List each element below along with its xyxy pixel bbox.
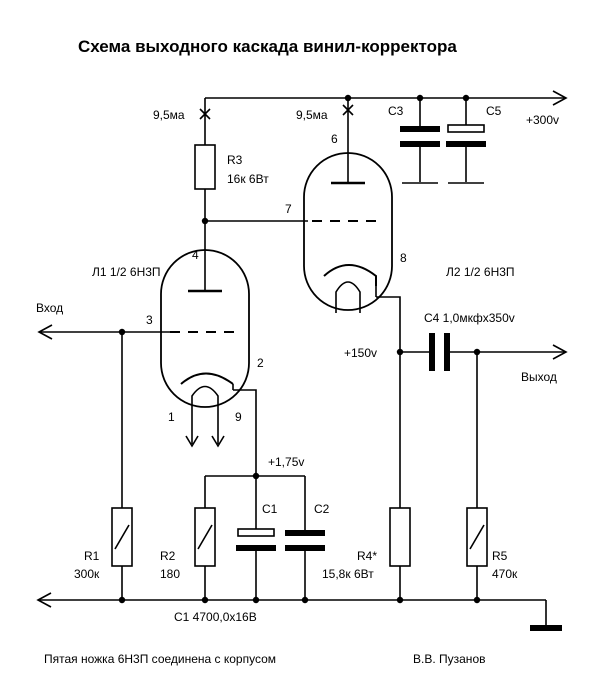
- label-c2: C2: [314, 502, 330, 516]
- label-plus300: +300v: [526, 113, 559, 127]
- label-pin8: 8: [400, 251, 407, 265]
- label-l2: Л2 1/2 6Н3П: [446, 265, 515, 279]
- capacitor-c2: [285, 476, 325, 600]
- label-r4-value: 15,8к 6Вт: [322, 567, 374, 581]
- label-output: Выход: [521, 370, 557, 384]
- footer-author: В.В. Пузанов: [413, 652, 486, 666]
- tube-l2: [303, 98, 393, 313]
- label-pin7: 7: [285, 202, 292, 216]
- label-c1-spec: C1 4700,0х16В: [174, 610, 257, 624]
- resistor-r1: [111, 332, 133, 600]
- ground-bus: [36, 592, 562, 631]
- resistor-r3: [194, 98, 216, 278]
- wire-l1-cathode: [233, 389, 257, 476]
- label-c3: C3: [388, 104, 404, 118]
- label-r3-current: 9,5ма: [153, 108, 185, 122]
- diagram-title: Схема выходного каскада винил-корректора: [78, 37, 457, 56]
- gnd-junction-c2: [301, 596, 309, 604]
- wire-l2-cathode: [376, 296, 401, 508]
- label-plus150: +150v: [344, 346, 377, 360]
- label-pin6: 6: [331, 132, 338, 146]
- label-c1: C1: [262, 502, 278, 516]
- label-plus175: +1,75v: [268, 455, 304, 469]
- tube-l1: [160, 249, 250, 448]
- label-input: Вход: [36, 301, 63, 315]
- capacitor-c1: [236, 476, 276, 600]
- gnd-junction-r5: [473, 596, 481, 604]
- label-pin1: 1: [168, 410, 175, 424]
- label-l2-current: 9,5ма: [296, 108, 328, 122]
- input-wire: [37, 324, 170, 340]
- label-l1: Л1 1/2 6Н3П: [92, 265, 161, 279]
- footer-note: Пятая ножка 6Н3П соединена с корпусом: [44, 652, 276, 666]
- resistor-r4: [389, 507, 411, 600]
- label-r1-value: 300к: [74, 567, 100, 581]
- resistor-r5: [466, 352, 488, 600]
- label-r3-value: 16к 6Вт: [227, 172, 269, 186]
- label-r5-value: 470к: [492, 567, 518, 581]
- gnd-junction-r4: [396, 596, 404, 604]
- label-r5-name: R5: [492, 549, 508, 563]
- label-r1-name: R1: [84, 549, 100, 563]
- label-pin2: 2: [257, 356, 264, 370]
- gnd-junction-r1: [118, 596, 126, 604]
- label-pin9: 9: [235, 410, 242, 424]
- gnd-junction-r2: [201, 596, 209, 604]
- capacitor-c4: [400, 333, 568, 371]
- label-r4-name: R4*: [357, 549, 377, 563]
- label-pin3: 3: [146, 313, 153, 327]
- label-c5: C5: [486, 104, 502, 118]
- resistor-r2: [194, 476, 216, 600]
- label-pin4: 4: [192, 248, 199, 262]
- gnd-junction-c1: [252, 596, 260, 604]
- plus300-rail: [205, 90, 568, 106]
- capacitor-c5: [446, 98, 486, 184]
- label-r2-name: R2: [160, 549, 176, 563]
- label-r3-name: R3: [227, 153, 243, 167]
- label-c4: C4 1,0мкфх350v: [424, 311, 515, 325]
- label-r2-value: 180: [160, 567, 180, 581]
- capacitor-c3: [400, 98, 440, 184]
